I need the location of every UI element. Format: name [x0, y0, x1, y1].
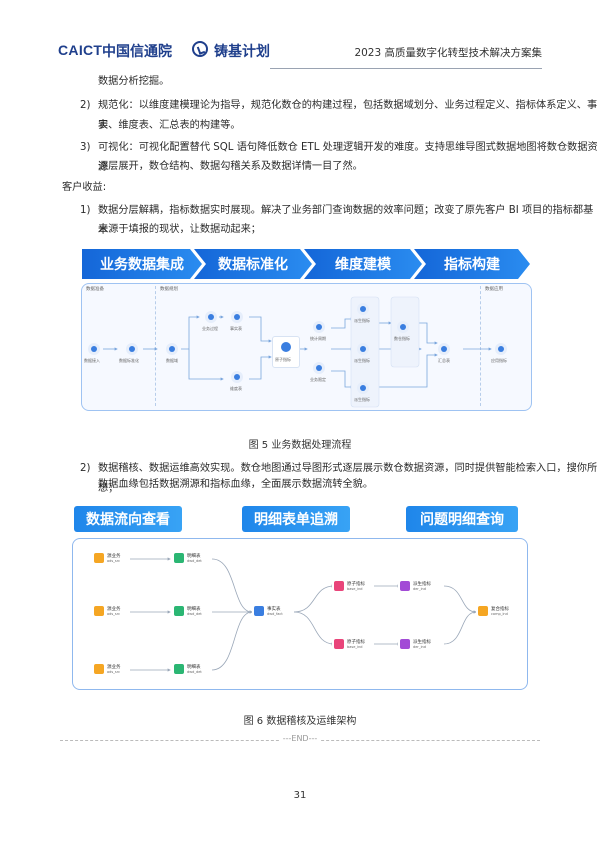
node-icon — [205, 311, 217, 323]
lineage-node: 派生指标 der_ind — [398, 636, 440, 653]
header-divider — [270, 68, 542, 69]
page-number: 31 — [293, 790, 307, 801]
caict-logo: CAICT — [58, 42, 103, 58]
lineage-panel — [72, 538, 528, 690]
node-label: 业务限定 — [310, 377, 326, 382]
para-continuation: 数据分析挖掘。 — [98, 76, 170, 87]
node-icon — [495, 343, 507, 355]
node-label: 数仓指标 — [394, 336, 410, 341]
lineage-node: 明细表 dwd_det — [172, 550, 210, 567]
stage-banner: 数据标准化 — [194, 249, 312, 279]
panel-label: 数据应用 — [485, 287, 503, 292]
list-number: 1) — [80, 205, 91, 216]
node-label: 派生指标 — [354, 397, 370, 402]
lineage-node: 明细表 dwd_det — [172, 603, 210, 620]
process-panel — [81, 283, 532, 411]
feature-tag: 问题明细查询 — [406, 506, 518, 532]
node-label: 数据接入 — [84, 358, 100, 363]
node-label: 业务过程 — [202, 326, 218, 331]
lineage-diagram — [130, 557, 477, 672]
node-icon — [166, 343, 178, 355]
source-icon — [94, 606, 104, 616]
end-marker: ---END--- — [0, 734, 600, 743]
node-label: 应用指标 — [491, 358, 507, 363]
lineage-node: 源业务 ods_src — [92, 550, 130, 567]
stage-banner: 业务数据集成 — [82, 249, 202, 279]
node-icon — [438, 343, 450, 355]
list-item-text: 可视化：可视化配置替代 SQL 语句降低数仓 ETL 处理逻辑开发的难度。支持思… — [98, 142, 598, 173]
panel-divider — [155, 286, 157, 406]
indicator-icon — [334, 639, 344, 649]
panel-divider — [480, 286, 482, 406]
node-label: 维度表 — [230, 386, 242, 391]
list-item-text: 数据分层解耦，指标数据实时展现。解决了业务部门查询数据的效率问题；改变了原先客户… — [98, 205, 594, 236]
list-item-text: 规范化：以维度建模理论为指导，规范化数仓的构建过程，包括数据域划分、业务过程定义… — [98, 100, 598, 131]
feature-tag: 数据流向查看 — [74, 506, 182, 532]
table-icon — [174, 553, 184, 563]
lineage-node: 明细表 dwd_det — [172, 661, 210, 678]
lineage-node: 原子指标 base_ind — [332, 636, 372, 653]
lineage-node: 源业务 ods_src — [92, 661, 130, 678]
lineage-node: 原子指标 base_ind — [332, 578, 372, 595]
node-icon — [231, 371, 243, 383]
list-item-text: 逐层展开，数仓结构、数据勾稽关系及数据详情一目了然。 — [98, 161, 363, 172]
list-item-text: 表、维度表、汇总表的构建等。 — [98, 120, 241, 131]
node-icon — [231, 311, 243, 323]
lineage-node: 派生指标 der_ind — [398, 578, 440, 595]
stage-banner: 维度建模 — [304, 249, 422, 279]
list-number: 2) — [80, 100, 91, 111]
feature-tag: 明细表单追溯 — [242, 506, 350, 532]
caict-logo-cn: 中国信通院 — [102, 44, 172, 60]
figure-6-caption: 图 6 数据稽核及运维架构 — [243, 716, 357, 727]
composite-icon — [478, 606, 488, 616]
fact-icon — [254, 606, 264, 616]
list-item-text: 来源于填报的现状，让数据动起来； — [98, 224, 261, 235]
source-icon — [94, 664, 104, 674]
node-label: 派生指标 — [354, 318, 370, 323]
customer-benefits-label: 客户收益: — [62, 182, 107, 193]
source-icon — [94, 553, 104, 563]
node-label: 事实表 — [230, 326, 242, 331]
node-icon — [357, 343, 369, 355]
stage-banner: 指标构建 — [414, 249, 530, 279]
lineage-node: 源业务 ods_src — [92, 603, 130, 620]
node-icon — [357, 382, 369, 394]
node-label: 统计周期 — [310, 336, 326, 341]
table-icon — [174, 664, 184, 674]
lineage-node: 复合指标 comp_ind — [476, 603, 520, 620]
node-icon — [357, 303, 369, 315]
node-icon — [88, 343, 100, 355]
header-title: 2023 高质量数字化转型技术解决方案集 — [354, 47, 542, 59]
list-number: 3) — [80, 142, 91, 153]
node-label: 派生指标 — [354, 358, 370, 363]
lineage-node: 事实表 dwd_fact — [252, 603, 290, 620]
list-item-text: 数据稽核、数据运维高效实现。数仓地图通过导图形式逐层展示数仓数据资源，同时提供智… — [98, 463, 598, 494]
indicator-icon — [334, 581, 344, 591]
node-icon — [313, 362, 325, 374]
indicator-icon — [400, 639, 410, 649]
process-flow-diagram — [103, 296, 492, 408]
node-icon — [397, 321, 409, 333]
node-label: 数据标准化 — [119, 358, 139, 363]
figure-5-caption: 图 5 业务数据处理流程 — [248, 440, 352, 451]
list-item-text: 数据血缘包括数据溯源和指标血缘，全面展示数据流转全貌。 — [98, 479, 374, 490]
table-icon — [174, 606, 184, 616]
program-logo-text: 铸基计划 — [214, 44, 270, 60]
node-icon — [126, 343, 138, 355]
node-label: 汇总表 — [438, 358, 450, 363]
panel-label: 数据准备 — [86, 287, 104, 292]
atomic-indicator-node: 原子指标 — [272, 336, 300, 368]
node-icon — [313, 321, 325, 333]
node-label: 数据域 — [166, 358, 178, 363]
panel-label: 数据规划 — [160, 287, 178, 292]
indicator-icon — [400, 581, 410, 591]
list-number: 2) — [80, 463, 91, 474]
program-logo-icon — [192, 41, 208, 57]
